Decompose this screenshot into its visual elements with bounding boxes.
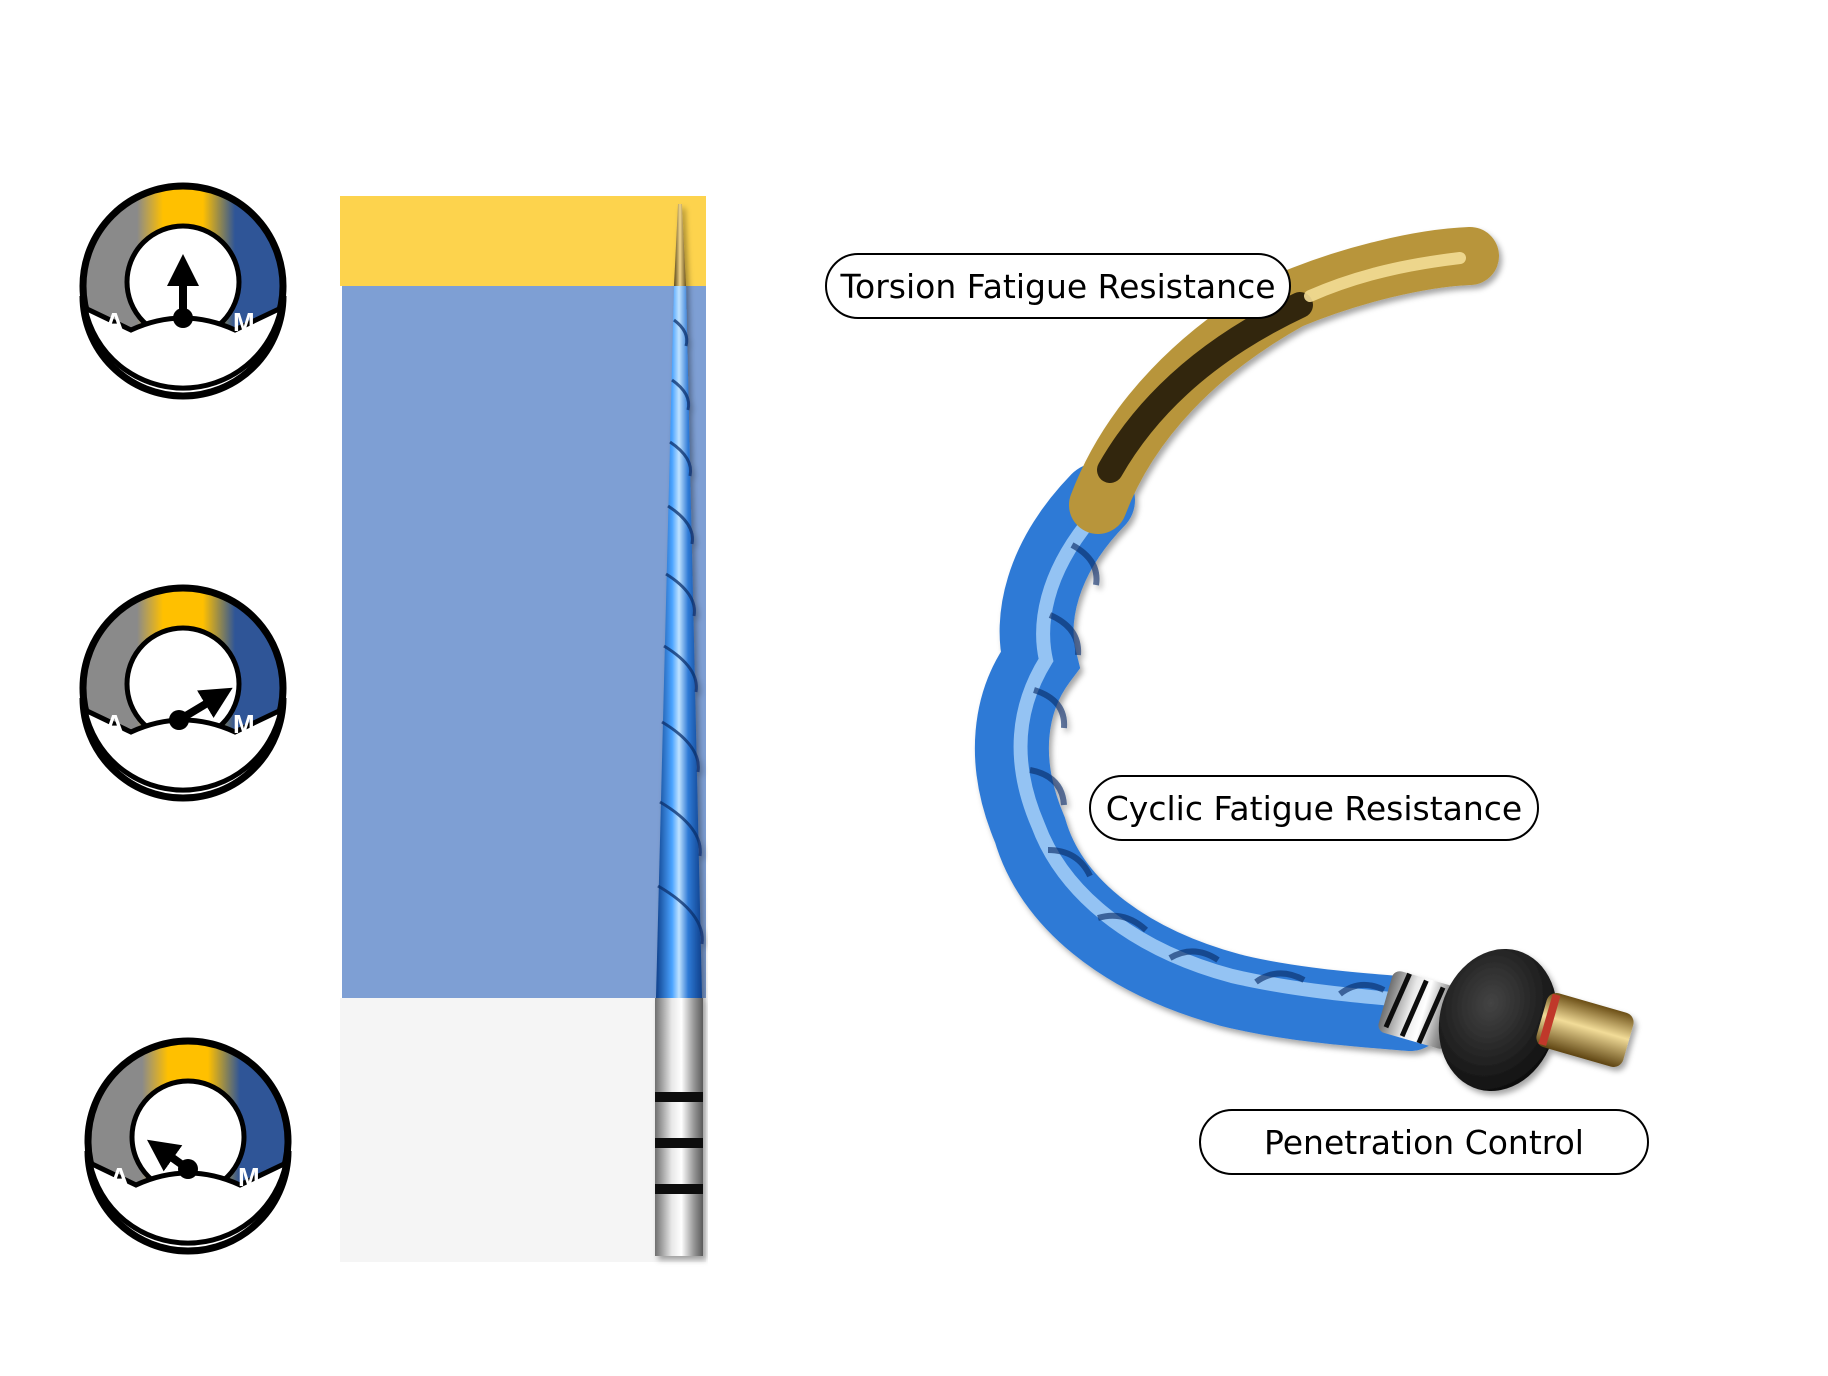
label-torsion: Torsion Fatigue Resistance: [825, 253, 1291, 319]
gauge-pivot: [178, 1159, 198, 1179]
gold-zone-band: [340, 196, 706, 286]
gauge-pivot: [169, 710, 189, 730]
gauge-letter-m: M: [233, 709, 255, 739]
curved-file: [974, 227, 1634, 1092]
file-body-blue: [974, 463, 1447, 1051]
gauge-bottom: A M: [84, 1037, 292, 1255]
file-flutes-curved: [1029, 542, 1386, 997]
shank-zone-band: [340, 998, 706, 1262]
label-penetration-text: Penetration Control: [1264, 1123, 1584, 1162]
gauge-letter-m: M: [238, 1162, 260, 1192]
label-cyclic: Cyclic Fatigue Resistance: [1089, 775, 1539, 841]
file-shank: [655, 998, 703, 1256]
gauge-letter-a: A: [105, 709, 124, 739]
gauge-pivot: [173, 308, 193, 328]
file-tip: [674, 204, 686, 286]
brass-handle: [1536, 993, 1634, 1067]
label-cyclic-text: Cyclic Fatigue Resistance: [1106, 789, 1522, 828]
gauge-letter-a: A: [110, 1162, 129, 1192]
blue-zone-band: [342, 286, 706, 998]
label-torsion-text: Torsion Fatigue Resistance: [839, 267, 1275, 306]
shank-mark: [655, 1184, 703, 1194]
shank-mark: [655, 1092, 703, 1102]
straight-file: [655, 204, 704, 1256]
file-flutes: [657, 318, 704, 945]
file-shaft: [656, 286, 702, 998]
gauge-top: A M: [79, 182, 287, 400]
gauge-middle: A M: [79, 584, 287, 802]
gauge-letter-a: A: [105, 307, 124, 337]
shank-mark: [655, 1138, 703, 1148]
label-penetration: Penetration Control: [1199, 1109, 1649, 1175]
rubber-stopper: [1438, 948, 1558, 1092]
gauge-letter-m: M: [233, 307, 255, 337]
gauge-base: [81, 705, 285, 793]
